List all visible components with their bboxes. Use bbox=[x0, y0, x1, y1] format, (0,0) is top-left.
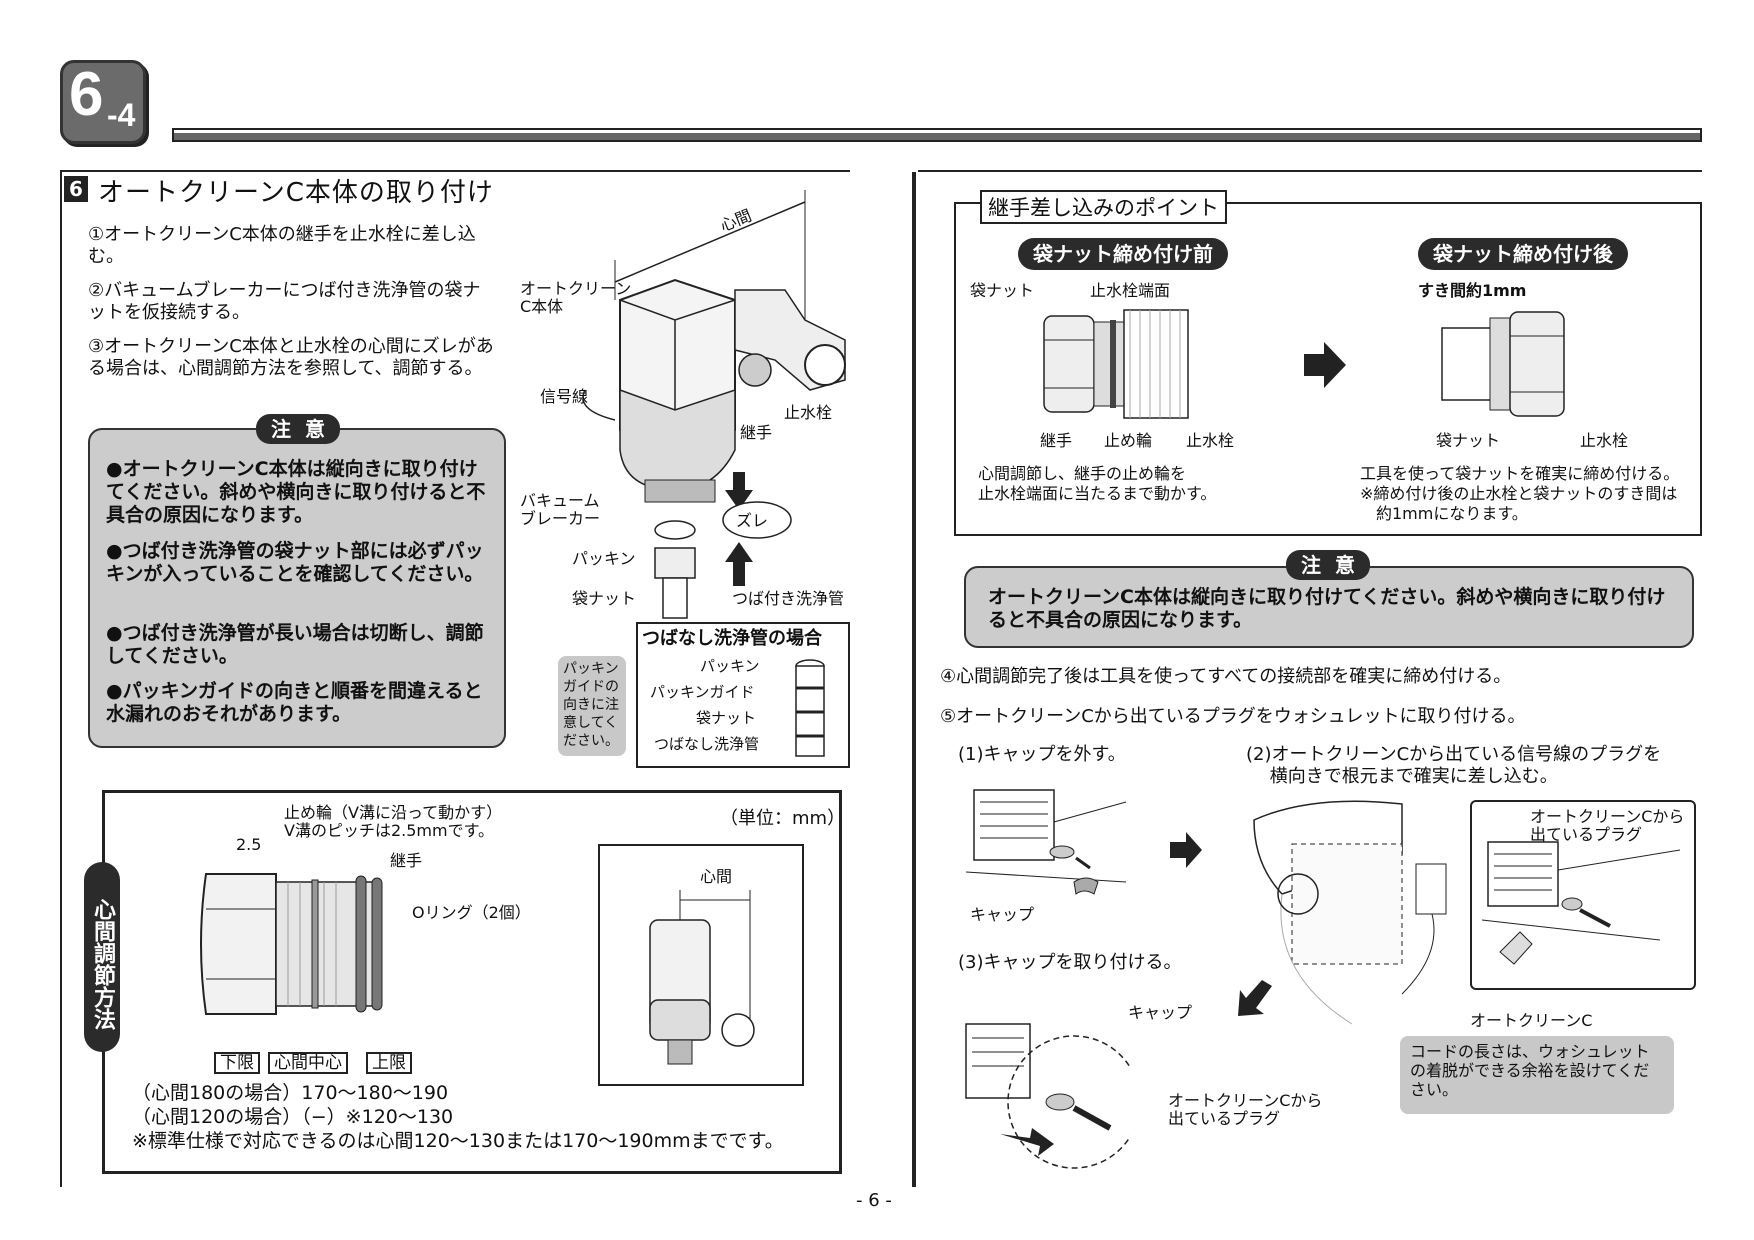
after-stopcock-label: 止水栓 bbox=[1580, 431, 1629, 450]
cap-remove-diagram bbox=[966, 789, 1127, 895]
tsuba-label: つば付き洗浄管 bbox=[732, 589, 845, 608]
adjust-joint-label: 継手 bbox=[390, 851, 423, 870]
signal-label: 信号線 bbox=[540, 387, 589, 406]
cord-note: コードの長さは、ウォシュレットの着脱ができる余裕を設けてください。 bbox=[1400, 1036, 1674, 1114]
center-label: 心間中心 bbox=[268, 1052, 348, 1074]
before-pill: 袋ナット締め付け前 bbox=[1018, 238, 1228, 270]
step-5: ⑤オートクリーンCから出ているプラグをウォシュレットに取り付ける。 bbox=[940, 706, 1526, 727]
plug-inset-diagram bbox=[1481, 841, 1681, 965]
no-flange-box bbox=[636, 622, 850, 768]
upper-label: 上限 bbox=[366, 1052, 412, 1074]
plug-label-2: オートクリーンCから 出ているプラグ bbox=[1168, 1091, 1323, 1128]
step-4: ④心間調節完了後は工具を使ってすべての接続部を確実に締め付ける。 bbox=[940, 666, 1512, 687]
washlet-diagram bbox=[1253, 800, 1447, 1025]
cap-attach-diagram bbox=[965, 1023, 1130, 1169]
unit-label: （単位：mm） bbox=[720, 808, 846, 829]
badge-number: 6 bbox=[69, 60, 104, 129]
substep-3: (3)キャップを取り付ける。 bbox=[958, 952, 1182, 973]
substep-2: (2)オートクリーンCから出ている信号線のプラグを 横向きで根元まで確実に差し込… bbox=[1246, 744, 1662, 787]
nf-pipe-label: つばなし洗浄管 bbox=[654, 735, 760, 753]
joint-diagram bbox=[200, 873, 383, 1015]
column-divider bbox=[912, 172, 916, 1187]
before-fitting bbox=[1043, 309, 1189, 419]
no-flange-title: つばなし洗浄管の場合 bbox=[642, 628, 822, 649]
before-joint-label: 継手 bbox=[1040, 431, 1073, 450]
nf-packing-label: パッキン bbox=[700, 657, 760, 675]
pitch-label: 2.5 bbox=[236, 835, 262, 854]
divider bbox=[60, 172, 62, 1187]
badge-subnumber: -4 bbox=[107, 97, 136, 133]
section-title: オートクリーンC本体の取り付け bbox=[98, 178, 494, 208]
adjust-shinkan-label: 心間 bbox=[700, 867, 733, 886]
after-pill: 袋ナット締め付け後 bbox=[1418, 238, 1628, 270]
shinkan-180: （心間180の場合）170〜180〜190 bbox=[132, 1082, 449, 1104]
substep-1: (1)キャップを外す。 bbox=[958, 744, 1126, 765]
caution-label-right: 注意 bbox=[1286, 550, 1370, 580]
caution-right-text: オートクリーンC本体は縦向きに取り付けてください。斜めや横向きに取り付けると不具… bbox=[988, 586, 1666, 631]
zure-label: ズレ bbox=[736, 511, 769, 530]
divider bbox=[918, 170, 1702, 172]
caution-bullet: ●つば付き洗浄管の袋ナット部には必ずパッキンが入っていることを確認してください。 bbox=[106, 540, 484, 585]
before-stopcock-label: 止水栓 bbox=[1186, 431, 1235, 450]
ring-note: 止め輪（V溝に沿って動かす） V溝のピッチは2.5mmです。 bbox=[284, 803, 503, 840]
section-badge: 6 -4 bbox=[60, 60, 146, 144]
header-bar bbox=[172, 128, 1702, 142]
point-title: 継手差し込みのポイント bbox=[980, 190, 1227, 224]
joint-label: 継手 bbox=[740, 423, 773, 442]
shinkan-box bbox=[598, 844, 804, 1086]
packing-label: パッキン bbox=[572, 549, 636, 568]
cap-label-2: キャップ bbox=[1128, 1003, 1193, 1022]
after-nut-label: 袋ナット bbox=[1436, 431, 1501, 450]
page-number: - 6 - bbox=[856, 1190, 892, 1211]
before-nut-label: 袋ナット bbox=[970, 281, 1035, 300]
step-3: ③オートクリーンC本体と止水栓の心間にズレがある場合は、心間調節方法を参照して、… bbox=[88, 336, 494, 379]
oring-label: Oリング（2個） bbox=[412, 903, 531, 922]
stopcock-label: 止水栓 bbox=[784, 403, 833, 422]
ring-label: 止め輪 bbox=[1104, 431, 1153, 450]
after-fitting bbox=[1441, 311, 1565, 417]
after-desc: 工具を使って袋ナットを確実に締め付ける。 ※締め付け後の止水栓と袋ナットのすき間… bbox=[1360, 464, 1680, 523]
arrow-right-icon bbox=[1170, 832, 1202, 868]
nf-guide-label: パッキンガイド bbox=[650, 683, 755, 701]
ac-label: オートクリーンC bbox=[1470, 1011, 1593, 1030]
caution-label: 注意 bbox=[256, 414, 340, 444]
caution-bullet: ●オートクリーンC本体は縦向きに取り付けてください。斜めや横向きに取り付けると不… bbox=[106, 458, 486, 526]
no-flange-pipe bbox=[795, 659, 825, 757]
nf-nut-label: 袋ナット bbox=[696, 709, 757, 727]
shinkan-120: （心間120の場合）（−）※120〜130 bbox=[132, 1106, 454, 1128]
plug-label-1: オートクリーンCから 出ているプラグ bbox=[1530, 807, 1685, 844]
shinkan-diagram bbox=[649, 890, 755, 1065]
body-label: オートクリーン C本体 bbox=[520, 279, 632, 316]
caution-box bbox=[88, 428, 506, 748]
install-diagram bbox=[582, 190, 846, 619]
stop-face-label: 止水栓端面 bbox=[1090, 281, 1171, 300]
step-1: ①オートクリーンC本体の継手を止水栓に差し込む。 bbox=[88, 224, 476, 267]
caution-bullet: ●パッキンガイドの向きと順番を間違えると水漏れのおそれがあります。 bbox=[106, 680, 483, 725]
nut-label: 袋ナット bbox=[572, 589, 637, 608]
point-box bbox=[954, 202, 1702, 536]
divider bbox=[60, 170, 850, 172]
arrow-down-left-icon bbox=[1238, 980, 1272, 1016]
cap-label-1: キャップ bbox=[970, 905, 1035, 924]
adjust-side-title: 心間調節方法 bbox=[84, 862, 120, 1052]
vacuum-label: バキューム ブレーカー bbox=[520, 491, 601, 528]
caution-bullet: ●つば付き洗浄管が長い場合は切断し、調節してください。 bbox=[106, 622, 484, 667]
before-desc: 心間調節し、継手の止め輪を 止水栓端面に当たるまで動かす。 bbox=[978, 464, 1217, 503]
step-2: ②バキュームブレーカーにつば付き洗浄管の袋ナットを仮接続する。 bbox=[88, 280, 481, 323]
gap-label: すき間約1mm bbox=[1418, 281, 1527, 300]
arrow-right-icon bbox=[1304, 342, 1346, 388]
guide-note: パッキン ガイドの 向きに注 意してく ださい。 bbox=[558, 656, 626, 756]
lower-label: 下限 bbox=[214, 1052, 260, 1074]
section-number: 6 bbox=[64, 176, 88, 202]
standard-note: ※標準仕様で対応できるのは心間120〜130または170〜190mmまでです。 bbox=[132, 1130, 784, 1152]
